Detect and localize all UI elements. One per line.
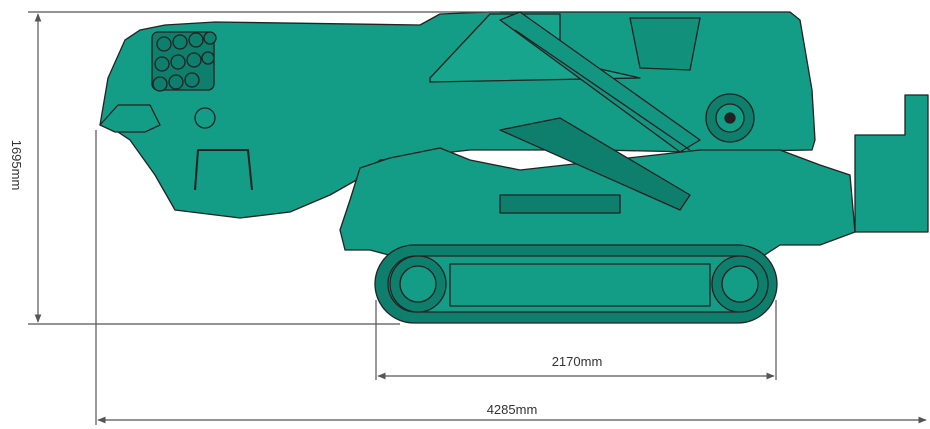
height-dimension-label: 1695mm — [9, 140, 24, 191]
machine-upper-body — [99, 11, 816, 219]
track-frame — [449, 263, 711, 307]
operator-guard — [194, 149, 253, 191]
dimension-annotations — [28, 11, 927, 425]
lifting-hook — [194, 107, 216, 129]
track-length-dimension-label: 2170mm — [552, 354, 603, 369]
front-roller-bank — [151, 31, 217, 92]
front-chute — [99, 104, 161, 133]
conveyor-arm — [499, 11, 701, 153]
rear-panel — [629, 17, 701, 71]
rear-stack — [854, 94, 929, 233]
overall-length-dimension-label: 4285mm — [487, 402, 538, 417]
crusher-machine — [99, 11, 929, 324]
hydraulic-cylinder — [499, 117, 691, 211]
